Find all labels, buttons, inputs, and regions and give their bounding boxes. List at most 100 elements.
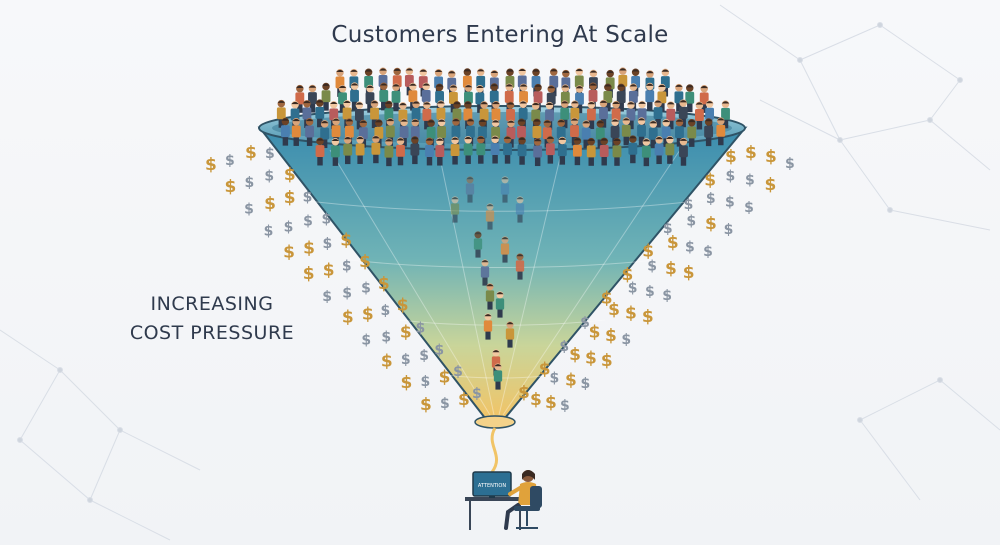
person-figure [480,259,490,286]
dollar-sign: $ [628,281,638,297]
person-figure [343,136,353,165]
person-figure [645,82,655,111]
dollar-sign: $ [765,147,777,167]
person-figure [699,85,709,113]
dollar-sign: $ [401,352,411,368]
person-figure [354,101,364,130]
person-figure [320,120,330,149]
person-figure [572,137,582,166]
dollar-sign: $ [580,376,590,392]
customers-in-funnel [450,176,525,390]
diagram-title: Customers Entering At Scale [331,22,669,48]
dollar-sign: $ [342,258,352,274]
person-figure [586,101,596,130]
person-figure [483,313,493,340]
person-figure [358,119,368,148]
person-figure [485,203,495,230]
person-figure [295,84,305,113]
person-figure [533,138,543,167]
person-figure [371,135,381,164]
dollar-sign: $ [685,239,695,255]
dollar-sign: $ [283,242,295,262]
person-figure [665,135,675,164]
dollar-sign: $ [400,373,412,393]
dollar-sign: $ [244,202,254,218]
person-figure [687,119,697,147]
dollar-sign: $ [342,308,354,328]
dollar-sign: $ [321,211,331,227]
dollar-sign: $ [625,304,637,324]
dollar-sign: $ [440,396,450,412]
dollar-sign: $ [589,323,601,343]
person-figure [475,84,485,113]
dollar-sign: $ [706,191,716,207]
person-figure [505,321,515,348]
person-figure [515,196,525,223]
dollar-sign: $ [361,333,371,349]
person-figure [450,196,460,223]
person-figure [586,137,596,166]
person-figure [557,136,567,165]
dollar-sign: $ [667,233,679,253]
person-figure [350,82,359,111]
monitor-text: ATTENTION [478,483,506,489]
person-figure [661,119,671,147]
dollar-sign: $ [420,374,430,390]
dollar-sign: $ [545,393,557,413]
dollar-sign: $ [725,195,735,211]
dollar-sign: $ [703,244,713,260]
dollar-signs-right: $$$$$$$$$$$$$$$$$$$$$$$$$$$$$$$$$$$$$$$$… [518,143,795,414]
person-figure [666,101,676,130]
dollar-sign: $ [439,368,451,388]
dollar-sign: $ [303,238,315,258]
dollar-sign: $ [559,339,569,355]
person-figure [626,101,636,130]
person-figure [370,100,379,129]
dollar-sign: $ [744,200,754,216]
person-figure [721,100,730,129]
person-figure [291,118,301,146]
person-figure [674,83,684,112]
person-figure [422,101,432,130]
dollar-sign: $ [565,371,577,391]
person-figure [621,117,631,146]
dollar-sign: $ [662,288,672,304]
dollar-sign: $ [550,371,560,387]
person-figure [321,82,331,111]
person-figure [641,138,651,167]
person-figure [315,137,325,166]
person-figure [716,117,726,146]
dollar-sign: $ [642,241,654,261]
dollar-sign: $ [416,321,426,337]
person-figure [391,83,401,112]
dollar-sign: $ [397,296,409,316]
person-figure [465,176,475,203]
dollar-sign: $ [765,175,777,195]
dollar-sign: $ [518,383,530,403]
dollar-sign: $ [621,332,631,348]
dollar-sign: $ [284,165,296,185]
person-figure [704,118,714,147]
dollar-sign: $ [785,156,795,172]
dollar-sign: $ [420,395,432,415]
person-figure [675,118,684,147]
person-figure [654,136,664,165]
dollar-sign: $ [745,172,755,188]
person-figure [450,136,460,165]
person-figure [545,135,555,164]
person-figure [612,137,622,166]
person-figure [308,84,317,113]
support-agent-workstation: ATTENTION [465,470,542,530]
dollar-sign: $ [245,175,255,191]
person-figure [653,99,663,128]
person-figure [518,100,528,129]
dollar-sign: $ [434,342,444,358]
dollar-sign: $ [322,236,332,252]
person-figure [581,120,591,149]
dollar-sign: $ [745,143,757,163]
dollar-sign: $ [264,194,276,214]
cost-pressure-line2: COST PRESSURE [129,322,295,344]
dollar-sign: $ [647,258,657,274]
cost-pressure-line1: INCREASING [150,293,274,315]
